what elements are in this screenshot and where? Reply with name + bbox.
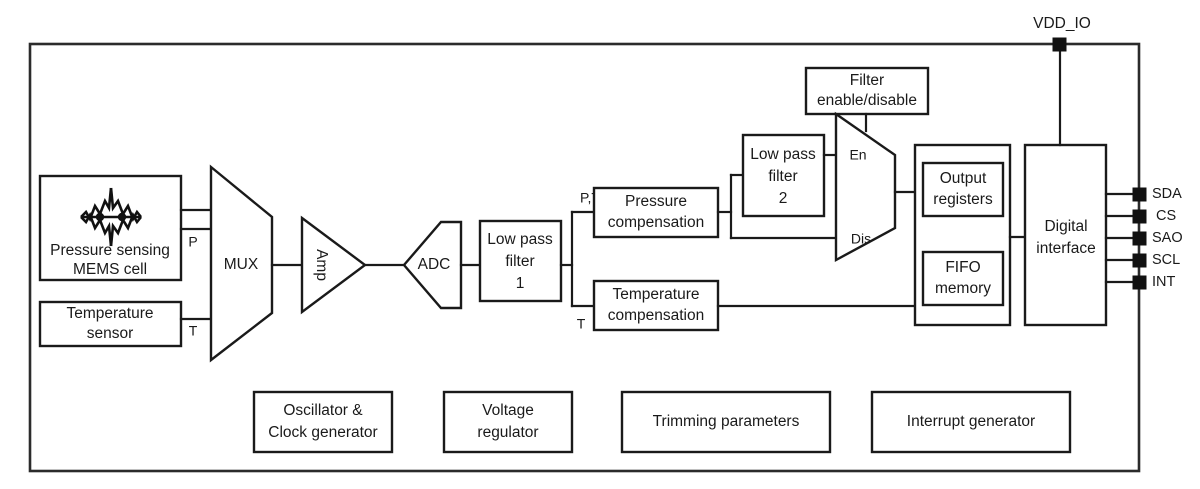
temperature-compensation-box xyxy=(592,279,720,332)
digital-interface-label-line2: interface xyxy=(1036,240,1095,257)
pin-pad-cs[interactable] xyxy=(1132,209,1147,224)
low-pass-filter-2-block: Low pass filter 2 xyxy=(741,133,826,218)
temperature-compensation-label-line2: compensation xyxy=(608,307,705,324)
signal-label-p: P xyxy=(188,234,197,250)
filter-enable-disable-box xyxy=(804,66,930,116)
lpf1-label-line2: filter xyxy=(505,253,534,270)
pin-pad-int[interactable] xyxy=(1132,275,1147,290)
temperature-compensation-block: Temperature compensation xyxy=(592,279,720,332)
pin-pad-scl[interactable] xyxy=(1132,253,1147,268)
filter-mux-block: En Dis xyxy=(834,111,897,263)
amp-triangle xyxy=(300,215,368,315)
voltage-regulator-box xyxy=(442,390,574,454)
pin-pad-vdd-io[interactable] xyxy=(1052,37,1067,52)
pressure-compensation-box xyxy=(592,186,720,239)
lpf1-label-line1: Low pass xyxy=(487,231,553,248)
wires-lpf1-split xyxy=(559,210,596,308)
pressure-mems-label-line2: MEMS cell xyxy=(73,261,147,278)
signal-label-t-lower: T xyxy=(577,316,586,332)
filter-mux-trapezoid xyxy=(834,111,897,263)
wires-pressure-comp-split xyxy=(716,173,838,240)
pin-label-sda: SDA xyxy=(1152,186,1182,202)
pressure-mems-label-line1: Pressure sensing xyxy=(50,242,170,259)
output-registers-label-line2: registers xyxy=(933,191,993,208)
pin-label-vdd-io: VDD_IO xyxy=(1033,15,1091,32)
lpf2-box xyxy=(741,133,826,218)
interrupt-generator-box xyxy=(870,390,1072,454)
filter-enable-disable-label-line2: enable/disable xyxy=(817,92,917,109)
temperature-sensor-label-line1: Temperature xyxy=(66,305,153,322)
lpf1-label-line3: 1 xyxy=(516,275,525,292)
adc-label: ADC xyxy=(418,256,451,273)
wires-sensors-to-mux xyxy=(179,208,213,321)
lpf2-label-line1: Low pass xyxy=(750,146,816,163)
signal-label-t: T xyxy=(189,323,198,339)
pin-label-sao: SAO xyxy=(1152,230,1183,246)
fifo-memory-box xyxy=(921,250,1005,307)
lpf2-label-line3: 2 xyxy=(779,190,788,207)
interrupt-generator-label: Interrupt generator xyxy=(907,413,1035,430)
pressure-compensation-label-line2: compensation xyxy=(608,214,705,231)
digital-interface-output-pins: SDA CS SAO SCL INT xyxy=(1104,186,1183,290)
interrupt-generator-block: Interrupt generator xyxy=(870,390,1072,454)
pin-label-cs: CS xyxy=(1156,208,1176,224)
trimming-parameters-box xyxy=(620,390,832,454)
oscillator-clock-generator-block: Oscillator & Clock generator xyxy=(252,390,394,454)
pin-pad-sda[interactable] xyxy=(1132,187,1147,202)
lpf1-box xyxy=(478,219,563,303)
pin-label-scl: SCL xyxy=(1152,252,1180,268)
temperature-sensor-block: Temperature sensor xyxy=(38,300,183,348)
voltage-regulator-label-line1: Voltage xyxy=(482,402,534,419)
pressure-compensation-label-line1: Pressure xyxy=(625,193,687,210)
amp-block: Amp xyxy=(300,215,368,315)
pressure-sensing-mems-cell-block: Pressure sensing MEMS cell xyxy=(38,174,183,282)
mux-label: MUX xyxy=(224,256,259,273)
filter-enable-disable-block: Filter enable/disable xyxy=(804,66,930,116)
pressure-compensation-block: Pressure compensation xyxy=(592,186,720,239)
filter-mux-input-dis-label: Dis xyxy=(851,231,871,247)
voltage-regulator-block: Voltage regulator xyxy=(442,390,574,454)
temperature-sensor-label-line2: sensor xyxy=(87,325,134,342)
amp-label: Amp xyxy=(313,249,330,281)
filter-enable-disable-label-line1: Filter xyxy=(850,72,884,89)
oscillator-clock-box xyxy=(252,390,394,454)
low-pass-filter-1-block: Low pass filter 1 xyxy=(478,219,563,303)
pin-pad-sao[interactable] xyxy=(1132,231,1147,246)
digital-interface-block: Digital interface xyxy=(1023,143,1108,327)
mux-block: MUX xyxy=(209,164,274,363)
oscillator-clock-label-line2: Clock generator xyxy=(268,424,377,441)
temperature-compensation-label-line1: Temperature xyxy=(612,286,699,303)
output-registers-box xyxy=(921,161,1005,218)
trimming-parameters-block: Trimming parameters xyxy=(620,390,832,454)
temperature-sensor-box xyxy=(38,300,183,348)
oscillator-clock-label-line1: Oscillator & xyxy=(283,402,363,419)
digital-interface-label-line1: Digital xyxy=(1044,218,1087,235)
fifo-memory-label-line2: memory xyxy=(935,280,991,297)
trimming-parameters-label: Trimming parameters xyxy=(653,413,800,430)
fifo-memory-label-line1: FIFO xyxy=(945,259,980,276)
wheatstone-bridge-symbol xyxy=(80,186,143,248)
output-registers-label-line1: Output xyxy=(940,170,987,187)
vdd-io-supply: VDD_IO xyxy=(1033,15,1091,147)
voltage-regulator-label-line2: regulator xyxy=(477,424,538,441)
pin-label-int: INT xyxy=(1152,274,1176,290)
digital-interface-box xyxy=(1023,143,1108,327)
filter-mux-input-en-label: En xyxy=(849,147,866,163)
mux-trapezoid xyxy=(209,164,274,363)
lpf2-label-line2: filter xyxy=(768,168,797,185)
output-registers-fifo-container: Output registers FIFO memory xyxy=(913,143,1012,327)
